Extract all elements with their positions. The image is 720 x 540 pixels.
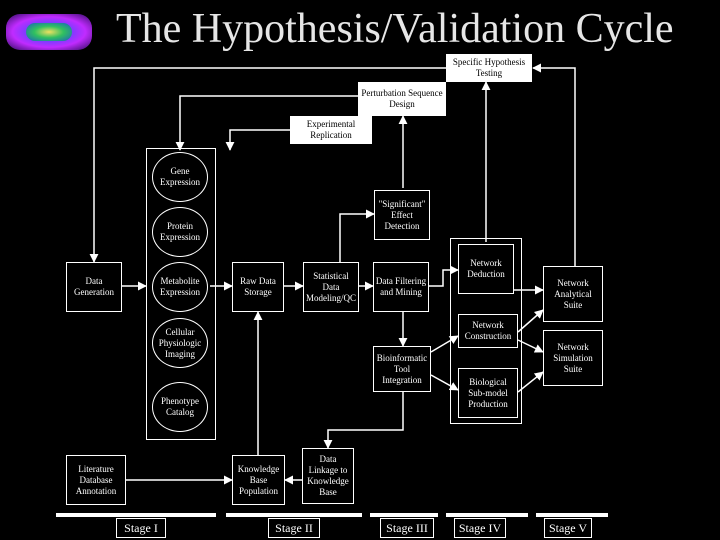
diagram-title: The Hypothesis/Validation Cycle bbox=[116, 6, 674, 52]
phenotype-catalog-label: Phenotype Catalog bbox=[161, 396, 199, 417]
expression-group bbox=[146, 148, 216, 440]
stage-iv-bar bbox=[446, 513, 528, 517]
arrow-submodel-to-simulation bbox=[517, 371, 544, 393]
network-construction-box: Network Construction bbox=[458, 314, 518, 348]
stage-ii-bar bbox=[226, 513, 362, 517]
bioinformatic-tool-integration-label: Bioinformatic Tool Integration bbox=[376, 352, 428, 385]
loop-arrow-hypothesis-to-data-generation bbox=[89, 67, 446, 263]
gene-expression-label: Gene Expression bbox=[160, 166, 200, 187]
network-construction-label: Network Construction bbox=[464, 320, 512, 341]
cellular-physiologic-imaging-label: Cellular Physiologic Imaging bbox=[158, 326, 202, 359]
stage-ii-label: Stage II bbox=[268, 518, 320, 538]
data-filtering-mining-box: Data Filtering and Mining bbox=[373, 262, 429, 312]
experimental-replication-label: Experimental Replication bbox=[306, 119, 356, 140]
arrow-bioinformatic-to-submodel bbox=[430, 374, 459, 391]
arrow-perturbation-to-replication bbox=[175, 95, 358, 151]
metabolite-expression-label: Metabolite Expression bbox=[160, 276, 200, 297]
arrow-bioinformatic-to-construction bbox=[430, 335, 459, 353]
phenotype-catalog-node: Phenotype Catalog bbox=[152, 382, 208, 432]
data-generation-label: Data Generation bbox=[74, 276, 114, 297]
network-analytical-suite-label: Network Analytical Suite bbox=[554, 277, 592, 310]
network-deduction-box: Network Deduction bbox=[458, 244, 514, 294]
loop-arrow-analytical-to-hypothesis bbox=[532, 63, 576, 266]
stage-iii-bar bbox=[370, 513, 438, 517]
cell-nucleus-graphic bbox=[26, 23, 72, 41]
biological-submodel-production-box: Biological Sub-model Production bbox=[458, 368, 518, 418]
specific-hypothesis-testing-label: Specific Hypothesis Testing bbox=[452, 57, 526, 78]
stage-iv-group bbox=[450, 238, 522, 424]
data-linkage-knowledge-base-label: Data Linkage to Knowledge Base bbox=[307, 454, 349, 497]
literature-database-annotation-label: Literature Database Annotation bbox=[75, 463, 117, 496]
gene-expression-node: Gene Expression bbox=[152, 152, 208, 202]
specific-hypothesis-testing-box: Specific Hypothesis Testing bbox=[446, 54, 532, 82]
network-simulation-suite-box: Network Simulation Suite bbox=[543, 330, 603, 386]
significant-effect-detection-box: "Significant" Effect Detection bbox=[374, 190, 430, 240]
arrow-construction-to-analytical bbox=[517, 309, 544, 333]
protein-expression-node: Protein Expression bbox=[152, 207, 208, 257]
cellular-physiologic-imaging-node: Cellular Physiologic Imaging bbox=[152, 318, 208, 368]
literature-database-annotation-box: Literature Database Annotation bbox=[66, 455, 126, 505]
significant-effect-detection-label: "Significant" Effect Detection bbox=[378, 198, 426, 231]
stage-iii-label: Stage III bbox=[380, 518, 434, 538]
data-linkage-knowledge-base-box: Data Linkage to Knowledge Base bbox=[302, 448, 354, 504]
biological-submodel-production-label: Biological Sub-model Production bbox=[468, 376, 508, 409]
knowledge-base-population-label: Knowledge Base Population bbox=[237, 463, 280, 496]
stage-v-label: Stage V bbox=[544, 518, 592, 538]
metabolite-expression-node: Metabolite Expression bbox=[152, 262, 208, 312]
raw-data-storage-label: Raw Data Storage bbox=[240, 276, 276, 297]
statistical-data-modeling-box: Statistical Data Modeling/QC bbox=[303, 262, 359, 312]
data-filtering-mining-label: Data Filtering and Mining bbox=[375, 276, 427, 297]
perturbation-sequence-design-box: Perturbation Sequence Design bbox=[358, 82, 446, 116]
data-generation-box: Data Generation bbox=[66, 262, 122, 312]
arrow-replication-to-gene bbox=[225, 129, 290, 151]
raw-data-storage-box: Raw Data Storage bbox=[232, 262, 284, 312]
knowledge-base-population-box: Knowledge Base Population bbox=[232, 455, 285, 505]
stage-i-bar bbox=[56, 513, 216, 517]
stage-iv-label: Stage IV bbox=[454, 518, 506, 538]
network-simulation-suite-label: Network Simulation Suite bbox=[553, 341, 593, 374]
stage-v-bar bbox=[536, 513, 608, 517]
statistical-data-modeling-label: Statistical Data Modeling/QC bbox=[305, 270, 356, 303]
network-deduction-label: Network Deduction bbox=[467, 258, 505, 279]
protein-expression-label: Protein Expression bbox=[160, 221, 200, 242]
bioinformatic-tool-integration-box: Bioinformatic Tool Integration bbox=[373, 346, 431, 392]
experimental-replication-box: Experimental Replication bbox=[290, 116, 372, 144]
arrow-construction-to-simulation bbox=[517, 339, 544, 353]
cell-image-logo bbox=[6, 14, 92, 50]
arrow-statistical-to-effect bbox=[339, 209, 375, 262]
stage-i-label: Stage I bbox=[116, 518, 166, 538]
arrow-bioinformatic-to-linkage bbox=[323, 392, 404, 449]
network-analytical-suite-box: Network Analytical Suite bbox=[543, 266, 603, 322]
perturbation-sequence-design-label: Perturbation Sequence Design bbox=[361, 88, 443, 109]
